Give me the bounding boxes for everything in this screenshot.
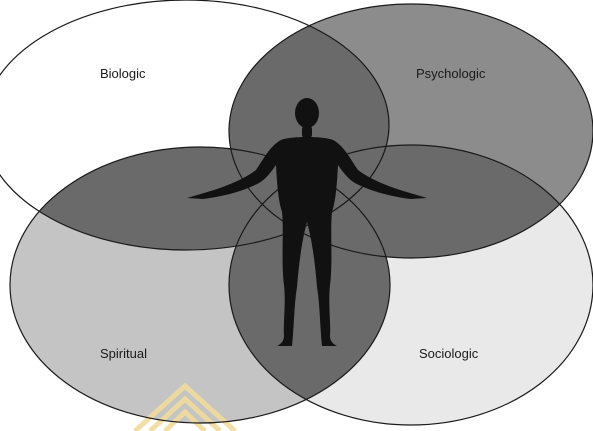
human-figure-icon: [187, 98, 427, 346]
psychologic-label: Psychologic: [416, 66, 486, 81]
sociologic-label: Sociologic: [419, 346, 479, 361]
spiritual-label: Spiritual: [100, 346, 147, 361]
biologic-label: Biologic: [100, 66, 146, 81]
